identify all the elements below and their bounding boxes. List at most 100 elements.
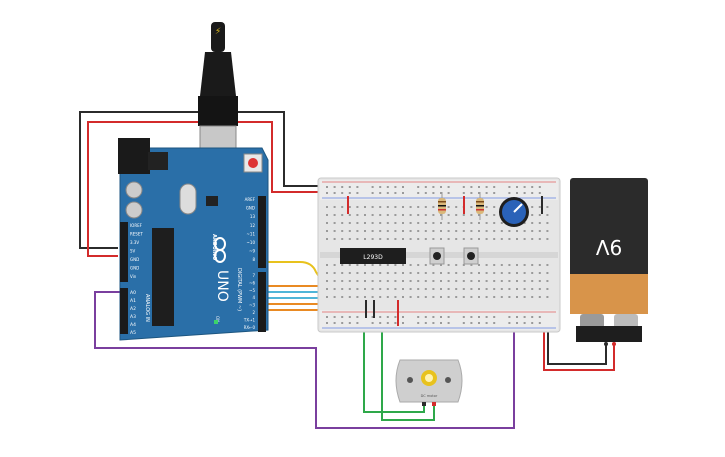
breadboard-hole[interactable] [508,316,511,318]
breadboard-hole[interactable] [402,296,404,298]
breadboard-hole[interactable] [485,264,488,266]
breadboard-hole[interactable] [447,296,450,298]
breadboard-hole[interactable] [424,288,427,290]
breadboard-hole[interactable] [432,316,435,318]
breadboard-hole[interactable] [531,264,534,266]
breadboard-hole[interactable] [470,186,473,188]
breadboard-hole[interactable] [364,288,366,290]
breadboard-hole[interactable] [402,192,404,194]
resistor-1[interactable] [438,192,446,220]
breadboard-hole[interactable] [356,186,359,188]
breadboard-hole[interactable] [523,238,526,240]
breadboard-hole[interactable] [516,238,518,240]
breadboard-hole[interactable] [386,280,389,282]
breadboard-hole[interactable] [485,296,488,298]
breadboard-hole[interactable] [462,272,465,274]
breadboard-hole[interactable] [386,222,389,224]
breadboard-hole[interactable] [402,214,404,216]
breadboard-hole[interactable] [417,214,420,216]
breadboard-hole[interactable] [333,192,336,194]
breadboard-hole[interactable] [341,206,344,208]
breadboard-hole[interactable] [386,316,389,318]
push-button-1[interactable] [429,247,445,265]
breadboard-hole[interactable] [348,206,351,208]
breadboard-hole[interactable] [531,222,534,224]
breadboard-hole[interactable] [409,280,412,282]
breadboard-hole[interactable] [341,192,344,194]
breadboard-hole[interactable] [402,222,404,224]
breadboard-hole[interactable] [386,214,389,216]
wire-gnd-top[interactable] [79,111,330,249]
dc-motor[interactable]: DC motor [395,359,463,406]
breadboard-hole[interactable] [485,280,488,282]
breadboard-hole[interactable] [424,272,427,274]
breadboard-hole[interactable] [538,214,541,216]
breadboard-hole[interactable] [348,280,351,282]
breadboard-hole[interactable] [493,288,496,290]
breadboard-hole[interactable] [394,214,397,216]
breadboard-hole[interactable] [356,238,359,240]
breadboard-hole[interactable] [379,214,382,216]
breadboard-hole[interactable] [409,230,412,232]
breadboard-hole[interactable] [424,206,427,208]
breadboard-hole[interactable] [508,186,511,188]
breadboard-hole[interactable] [516,316,518,318]
breadboard-hole[interactable] [348,296,351,298]
breadboard-hole[interactable] [386,272,389,274]
breadboard-hole[interactable] [462,296,465,298]
breadboard-hole[interactable] [348,322,351,324]
breadboard-hole[interactable] [455,280,458,282]
breadboard-hole[interactable] [364,264,366,266]
breadboard-hole[interactable] [447,316,450,318]
breadboard-hole[interactable] [333,214,336,216]
breadboard-hole[interactable] [432,272,435,274]
breadboard-hole[interactable] [402,230,404,232]
breadboard-hole[interactable] [538,230,541,232]
breadboard-hole[interactable] [379,222,382,224]
breadboard-hole[interactable] [417,272,420,274]
breadboard-hole[interactable] [516,322,518,324]
breadboard-hole[interactable] [371,186,374,188]
breadboard-hole[interactable] [485,206,488,208]
breadboard-hole[interactable] [538,280,541,282]
breadboard-hole[interactable] [356,288,359,290]
breadboard-hole[interactable] [523,264,526,266]
breadboard-hole[interactable] [546,206,549,208]
breadboard-hole[interactable] [500,230,503,232]
breadboard-hole[interactable] [326,322,328,324]
wire-pin10[interactable] [262,261,348,279]
breadboard-hole[interactable] [341,214,344,216]
breadboard-hole[interactable] [394,264,397,266]
breadboard-hole[interactable] [364,280,366,282]
breadboard-hole[interactable] [538,186,541,188]
breadboard-hole[interactable] [386,230,389,232]
breadboard-hole[interactable] [523,230,526,232]
breadboard-hole[interactable] [447,288,450,290]
breadboard-hole[interactable] [516,272,518,274]
breadboard-hole[interactable] [341,272,344,274]
breadboard-hole[interactable] [348,192,351,194]
breadboard-hole[interactable] [386,206,389,208]
breadboard-hole[interactable] [493,222,496,224]
breadboard-hole[interactable] [333,322,336,324]
breadboard-hole[interactable] [447,238,450,240]
breadboard-hole[interactable] [440,192,442,194]
breadboard-hole[interactable] [356,230,359,232]
breadboard-hole[interactable] [531,296,534,298]
breadboard-hole[interactable] [341,322,344,324]
breadboard-hole[interactable] [478,230,480,232]
breadboard-hole[interactable] [417,222,420,224]
breadboard-hole[interactable] [440,296,442,298]
breadboard-hole[interactable] [516,264,518,266]
breadboard-hole[interactable] [424,264,427,266]
breadboard-hole[interactable] [402,288,404,290]
breadboard-hole[interactable] [409,272,412,274]
breadboard-hole[interactable] [371,288,374,290]
breadboard-hole[interactable] [455,264,458,266]
breadboard-hole[interactable] [516,230,518,232]
breadboard-hole[interactable] [447,322,450,324]
breadboard-hole[interactable] [478,192,480,194]
breadboard-hole[interactable] [402,238,404,240]
breadboard-hole[interactable] [432,238,435,240]
breadboard-hole[interactable] [371,316,374,318]
